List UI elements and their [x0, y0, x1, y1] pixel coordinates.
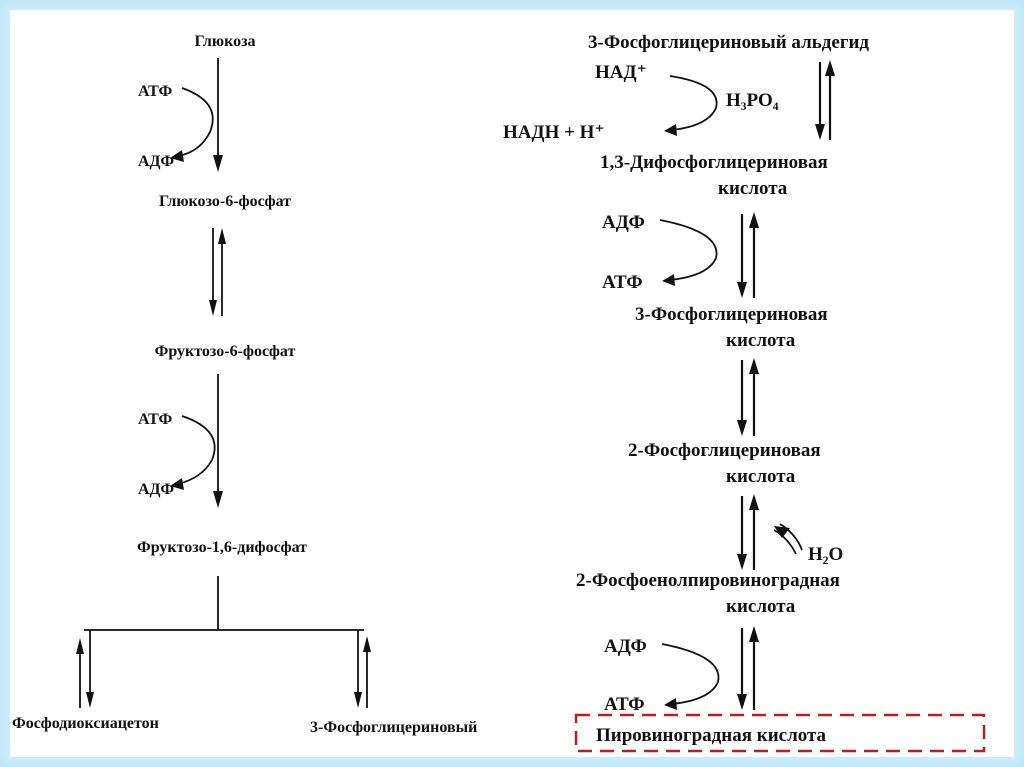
label-atp-r1: АТФ — [602, 272, 643, 293]
pyruvate-highlight-box — [574, 713, 986, 753]
curve-atp-adp-1 — [177, 87, 214, 157]
label-bpg-line2: кислота — [718, 178, 788, 199]
label-2pg-line1: 2-Фосфоглицериновая — [628, 440, 821, 461]
label-h3po4: Н₃РО₄ — [726, 90, 779, 111]
water-hook-head — [774, 526, 790, 538]
label-adp-1: АДФ — [138, 153, 174, 170]
arrowhead-g3p-down — [354, 692, 362, 708]
label-pep-line1: 2-Фосфоенолпировиноградная — [576, 570, 840, 591]
arrowhead-atp-adp-2 — [170, 478, 184, 490]
arrowhead-g6p-f6p-down — [209, 300, 217, 316]
arrowhead-adp-atp-2 — [664, 698, 677, 710]
label-atp-1: АТФ — [138, 83, 172, 100]
label-g6p: Глюкозо-6-фосфат — [159, 193, 291, 210]
arrowhead-dhap-up — [76, 638, 84, 654]
label-atp-2: АТФ — [138, 411, 172, 428]
label-atp-r2: АТФ — [604, 694, 645, 715]
arrowhead-glucose-g6p — [213, 155, 223, 172]
arrowhead-f6p-f16dp — [213, 491, 223, 508]
curve-adp-atp-1 — [659, 219, 718, 281]
arrowhead-g3p-up — [363, 636, 371, 652]
arrowhead-atp-adp-1 — [170, 150, 184, 162]
label-glucose: Глюкоза — [194, 33, 255, 50]
water-hook-2 — [779, 523, 803, 551]
curve-atp-adp-2 — [177, 415, 216, 485]
arrowhead-nad-nadh — [664, 124, 677, 136]
label-adp-2: АДФ — [138, 481, 174, 498]
arrowhead-g6p-f6p-up — [218, 228, 226, 244]
label-pep-line2: кислота — [726, 596, 796, 617]
label-f16dp: Фруктозо-1,6-дифосфат — [137, 539, 307, 556]
arrowhead-3pg-2pg-down — [737, 420, 747, 436]
water-hook-1 — [773, 529, 797, 555]
arrowhead-pgal-bpg-up — [825, 60, 835, 76]
curve-nad-nadh — [669, 75, 718, 131]
label-dhap: Фосфодиоксиацетон — [12, 715, 159, 732]
glycolysis-diagram: Глюкоза АТФ АДФ Глюкозо-6-фосфат Фруктоз… — [12, 32, 986, 753]
label-nad: НАД⁺ — [595, 62, 647, 83]
arrowhead-2pg-pep-down — [737, 554, 747, 570]
arrowhead-pep-pyr-down — [737, 694, 747, 710]
label-pgal: 3-Фосфоглицериновый альдегид — [588, 32, 869, 53]
label-3pg-line1: 3-Фосфоглицериновая — [635, 304, 828, 325]
arrowhead-adp-atp-1 — [662, 274, 675, 286]
curve-adp-atp-2 — [661, 643, 720, 705]
label-adp-r2: АДФ — [604, 636, 647, 657]
label-nadh: НАДН + Н⁺ — [503, 122, 605, 143]
arrowhead-bpg-3pg-down — [737, 282, 747, 298]
slide-frame: Глюкоза АТФ АДФ Глюкозо-6-фосфат Фруктоз… — [10, 10, 1014, 757]
label-2pg-line2: кислота — [726, 466, 796, 487]
arrowhead-pep-pyr-up — [749, 626, 759, 642]
label-f6p: Фруктозо-6-фосфат — [155, 343, 296, 360]
arrowhead-pgal-bpg-down — [815, 124, 825, 140]
arrowhead-3pg-2pg-up — [749, 358, 759, 374]
label-g3p: 3-Фосфоглицериновый — [310, 719, 477, 736]
arrowhead-bpg-3pg-up — [749, 212, 759, 228]
label-bpg-line1: 1,3-Дифосфоглицериновая — [600, 152, 828, 173]
arrowhead-2pg-pep-up — [749, 494, 759, 510]
arrowhead-dhap-down — [86, 692, 94, 708]
label-3pg-line2: кислота — [726, 330, 796, 351]
label-h2o: Н₂О — [808, 544, 843, 565]
label-pyruvate: Пировиноградная кислота — [596, 725, 827, 746]
label-adp-r1: АДФ — [602, 212, 645, 233]
